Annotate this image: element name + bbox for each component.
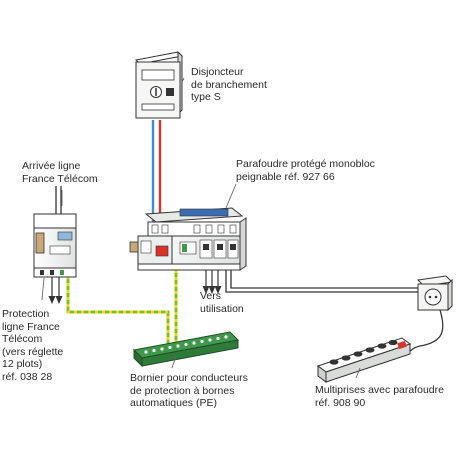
arrow-down-icon: [55, 296, 63, 304]
earth-conductors: [66, 270, 178, 344]
power-strip-label: Multiprises avec parafoudre réf. 908 90: [315, 384, 444, 409]
wall-socket: [416, 275, 454, 312]
socket-cable: [225, 266, 418, 293]
socket-cable-2: [230, 266, 418, 289]
strip-outlet-icon: [329, 359, 339, 365]
terminal-block-label: Bornier pour conducteurs de protection à…: [130, 372, 248, 409]
leader-lines: [41, 77, 361, 379]
strip-outlet-icon: [377, 343, 387, 349]
strip-cord: [405, 309, 444, 354]
telecom-protection-module: [33, 213, 77, 278]
utilisation-label: Vers utilisation: [200, 290, 244, 315]
earth-terminal-block: [132, 331, 240, 368]
power-strip: [316, 337, 412, 383]
telecom-incoming-label: Arrivée ligne France Télécom: [22, 160, 98, 185]
strip-outlet-icon: [353, 351, 363, 357]
strip-outlet-icon: [388, 339, 398, 346]
arrow-down-icon: [214, 286, 222, 294]
branch-breaker: [134, 50, 184, 119]
telecom-protection-label: Protection ligne France Télécom (vers ré…: [2, 308, 64, 383]
arrow-down-icon: [208, 286, 216, 294]
surge-protector: [129, 207, 247, 271]
socket-outlet-icon: [424, 288, 442, 306]
surge-protector-label: Parafoudre protégé monobloc peignable ré…: [236, 158, 375, 183]
arrow-down-icon: [202, 286, 210, 294]
wiring: [48, 120, 444, 354]
strip-outlet-icon: [341, 355, 351, 361]
strip-outlet-icon: [365, 347, 375, 353]
arrow-down-icon: [48, 296, 56, 304]
branch-breaker-label: Disjoncteur de branchement type S: [191, 66, 267, 103]
